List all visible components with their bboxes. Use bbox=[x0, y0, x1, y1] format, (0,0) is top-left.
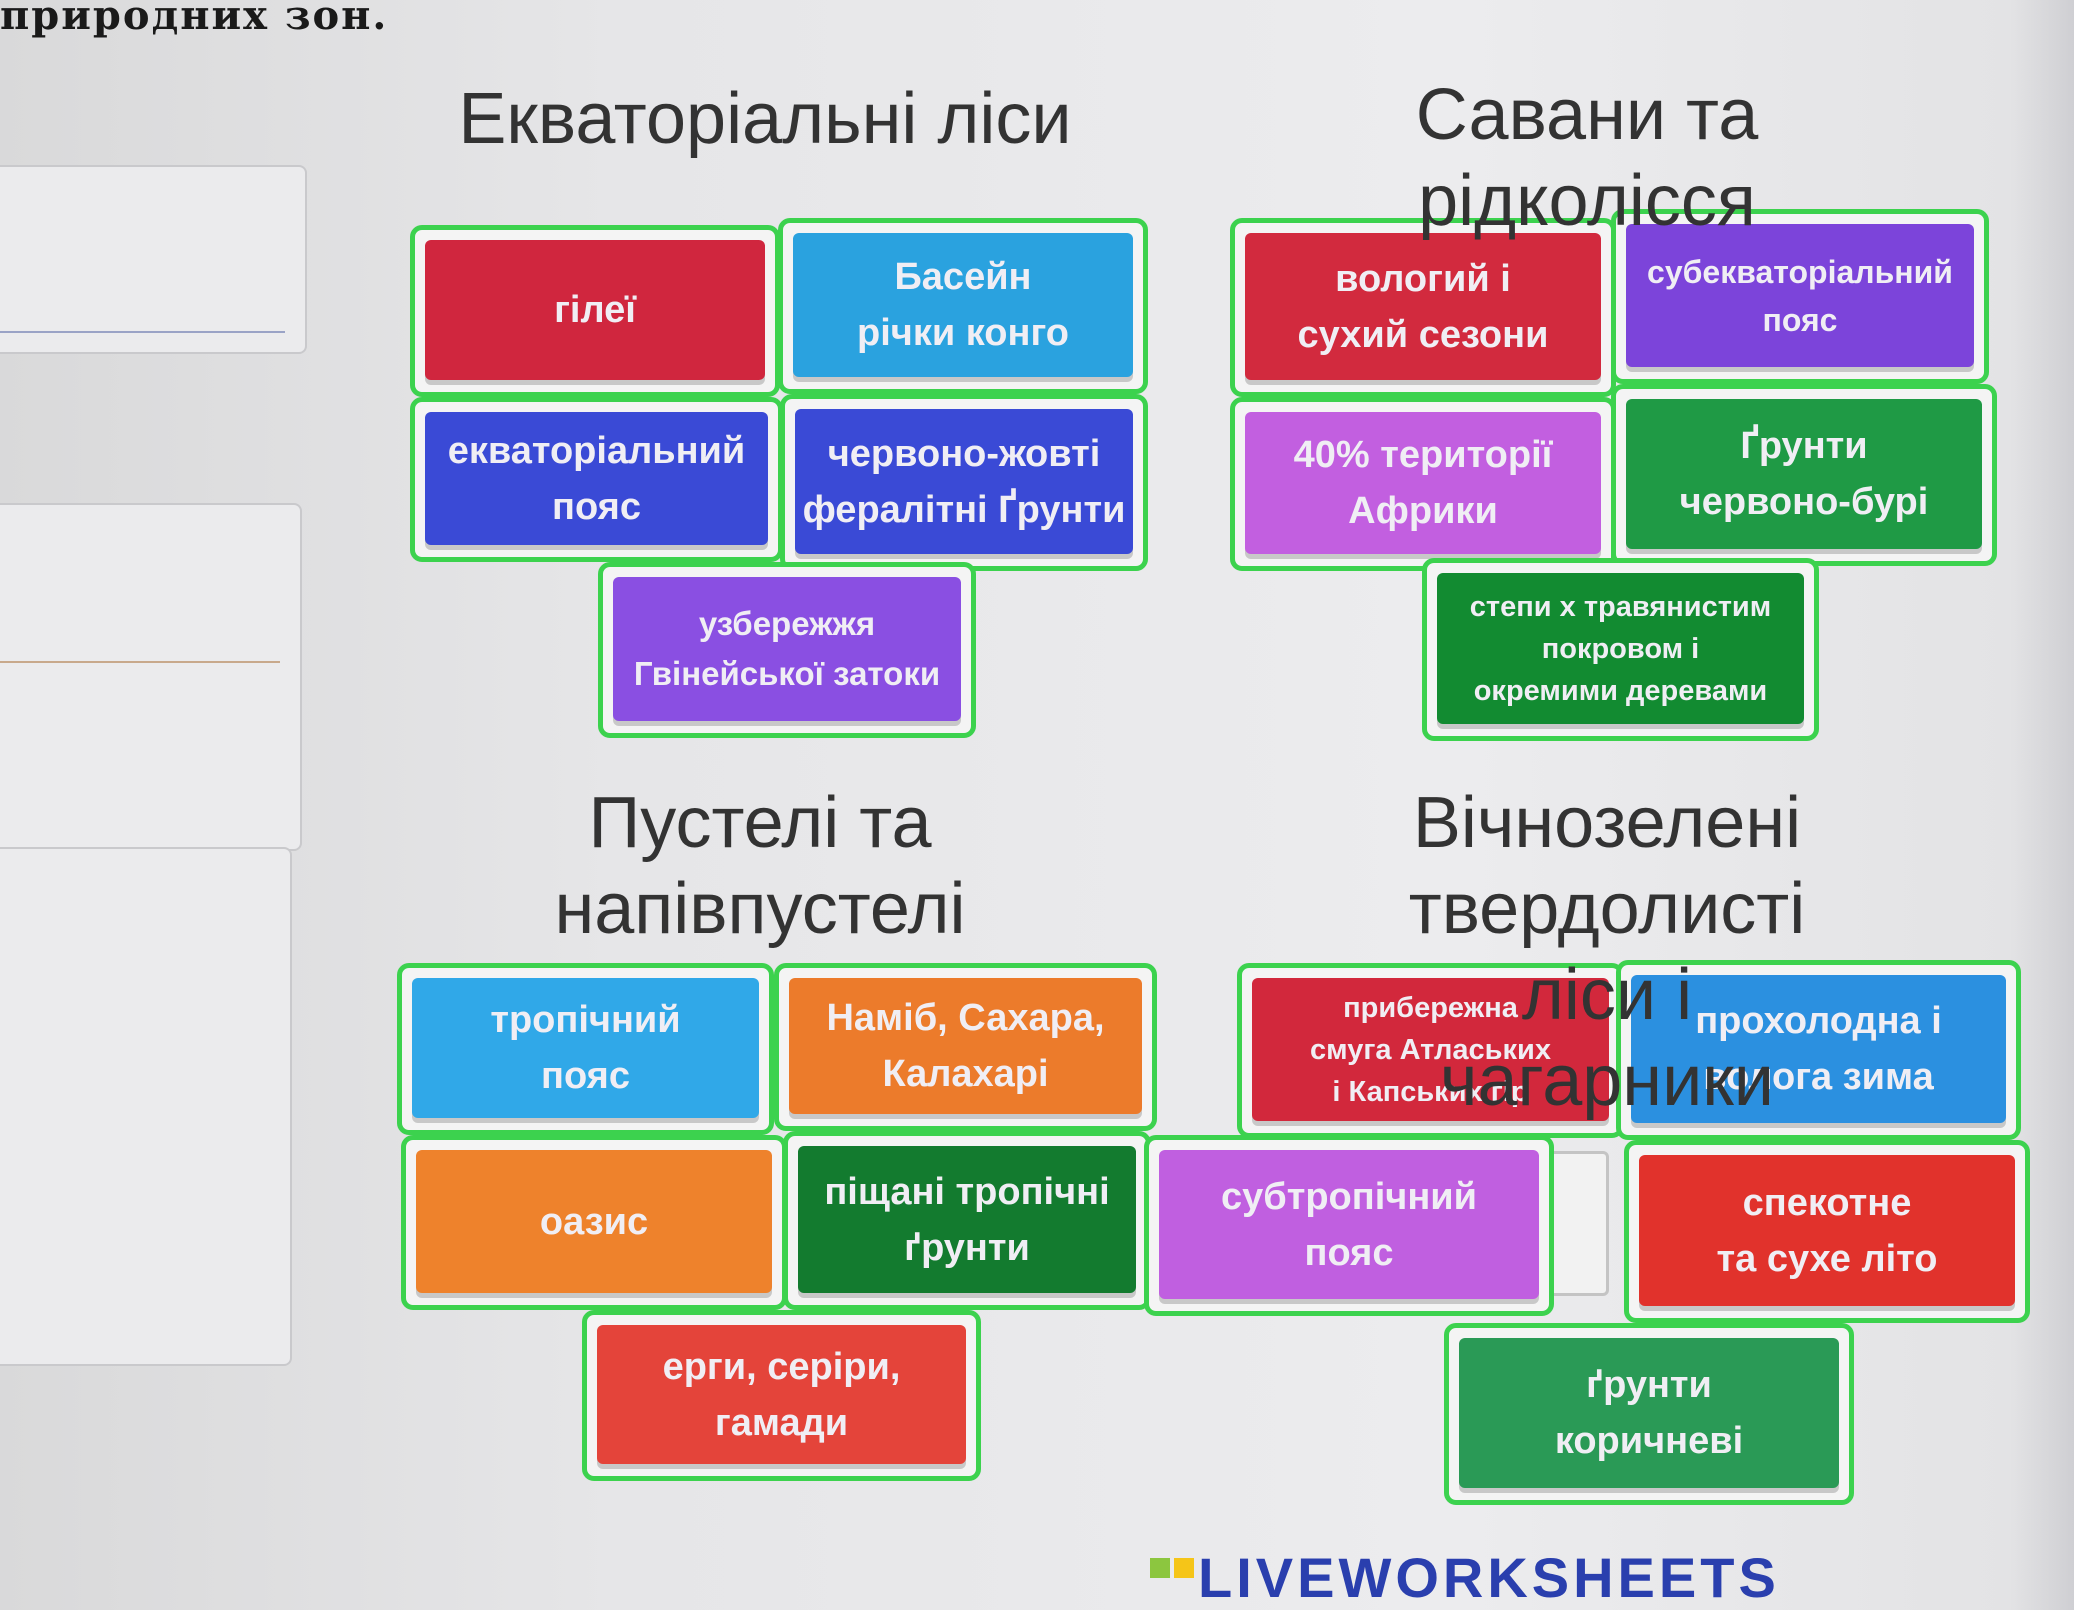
drop-slot[interactable]: оазис bbox=[401, 1135, 787, 1310]
answer-tile[interactable]: 40% території Африки bbox=[1245, 412, 1601, 554]
drop-slot[interactable]: вологий і сухий сезони bbox=[1230, 218, 1616, 397]
liveworksheets-logo: LIVEWORKSHEETS bbox=[1150, 1548, 1780, 1608]
answer-tile[interactable]: узбережжя Гвінейської затоки bbox=[613, 577, 961, 721]
answer-tile[interactable]: степи х травянистим покровом і окремими … bbox=[1437, 573, 1804, 724]
answer-tile[interactable]: субекваторіальний пояс bbox=[1626, 224, 1974, 367]
drop-slot[interactable]: прохолодна і волога зима bbox=[1616, 960, 2021, 1140]
answer-tile[interactable]: прибережна смуга Атлаських і Капських гі… bbox=[1252, 978, 1609, 1121]
drop-slot[interactable]: субекваторіальний пояс bbox=[1611, 209, 1989, 384]
drop-slot[interactable]: тропічний пояс bbox=[397, 963, 774, 1135]
logo-square-icon bbox=[1174, 1558, 1194, 1578]
logo-text: LIVEWORKSHEETS bbox=[1198, 1546, 1780, 1609]
drop-slot[interactable]: субтропічний пояс bbox=[1144, 1135, 1554, 1316]
answer-box[interactable] bbox=[0, 503, 302, 851]
answer-tile[interactable]: тропічний пояс bbox=[412, 978, 759, 1118]
drop-slot[interactable]: спекотне та сухе літо bbox=[1624, 1140, 2030, 1323]
drop-slot[interactable]: 40% території Африки bbox=[1230, 397, 1616, 571]
drop-slot[interactable]: Наміб, Сахара, Калахарі bbox=[774, 963, 1157, 1131]
answer-tile[interactable]: Басейн річки конго bbox=[793, 233, 1133, 377]
screen-edge bbox=[2010, 0, 2074, 1610]
drop-slot[interactable]: червоно-жовті фералітні Ґрунти bbox=[780, 394, 1148, 571]
answer-tile[interactable]: спекотне та сухе літо bbox=[1639, 1155, 2015, 1306]
answer-tile[interactable]: ґрунти коричневі bbox=[1459, 1338, 1839, 1488]
category-title-desert: Пустелі та напівпустелі bbox=[554, 783, 966, 949]
answer-tile[interactable]: субтропічний пояс bbox=[1159, 1150, 1539, 1299]
answer-tile[interactable]: вологий і сухий сезони bbox=[1245, 233, 1601, 380]
answer-box[interactable] bbox=[0, 165, 307, 354]
instruction-text: природних зон. bbox=[0, 0, 389, 39]
answer-tile[interactable]: Наміб, Сахара, Калахарі bbox=[789, 978, 1142, 1114]
answer-tile[interactable]: піщані тропічні ґрунти bbox=[798, 1146, 1136, 1293]
answer-tile[interactable]: Ґрунти червоно-бурі bbox=[1626, 399, 1982, 549]
drop-slot[interactable]: Ґрунти червоно-бурі bbox=[1611, 384, 1997, 566]
answer-tile[interactable]: оазис bbox=[416, 1150, 772, 1293]
drop-slot[interactable]: прибережна смуга Атлаських і Капських гі… bbox=[1237, 963, 1624, 1138]
answer-tile[interactable]: гілеї bbox=[425, 240, 765, 380]
answer-tile[interactable]: червоно-жовті фералітні Ґрунти bbox=[795, 409, 1133, 554]
answer-tile[interactable]: прохолодна і волога зима bbox=[1631, 975, 2006, 1123]
drop-slot[interactable]: Басейн річки конго bbox=[778, 218, 1148, 394]
drop-slot[interactable]: гілеї bbox=[410, 225, 780, 397]
drop-slot[interactable]: ерги, серіри, гамади bbox=[582, 1310, 981, 1481]
answer-box[interactable] bbox=[0, 847, 292, 1366]
drop-slot[interactable]: степи х травянистим покровом і окремими … bbox=[1422, 558, 1819, 741]
drop-slot[interactable]: екваторіальний пояс bbox=[410, 397, 783, 562]
drop-slot[interactable]: ґрунти коричневі bbox=[1444, 1323, 1854, 1505]
drop-slot[interactable]: піщані тропічні ґрунти bbox=[783, 1131, 1151, 1310]
divider bbox=[0, 331, 285, 333]
drop-slot[interactable]: узбережжя Гвінейської затоки bbox=[598, 562, 976, 738]
category-title-equatorial: Екваторіальні ліси bbox=[458, 79, 1072, 159]
logo-square-icon bbox=[1150, 1558, 1170, 1578]
category-title-evergreen: Вічнозелені твердолисті ліси і чагарники bbox=[1408, 783, 1806, 1121]
answer-tile[interactable]: ерги, серіри, гамади bbox=[597, 1325, 966, 1464]
divider bbox=[0, 661, 280, 663]
answer-tile[interactable]: екваторіальний пояс bbox=[425, 412, 768, 545]
category-title-savanna: Савани та рідколісся bbox=[1415, 75, 1759, 241]
